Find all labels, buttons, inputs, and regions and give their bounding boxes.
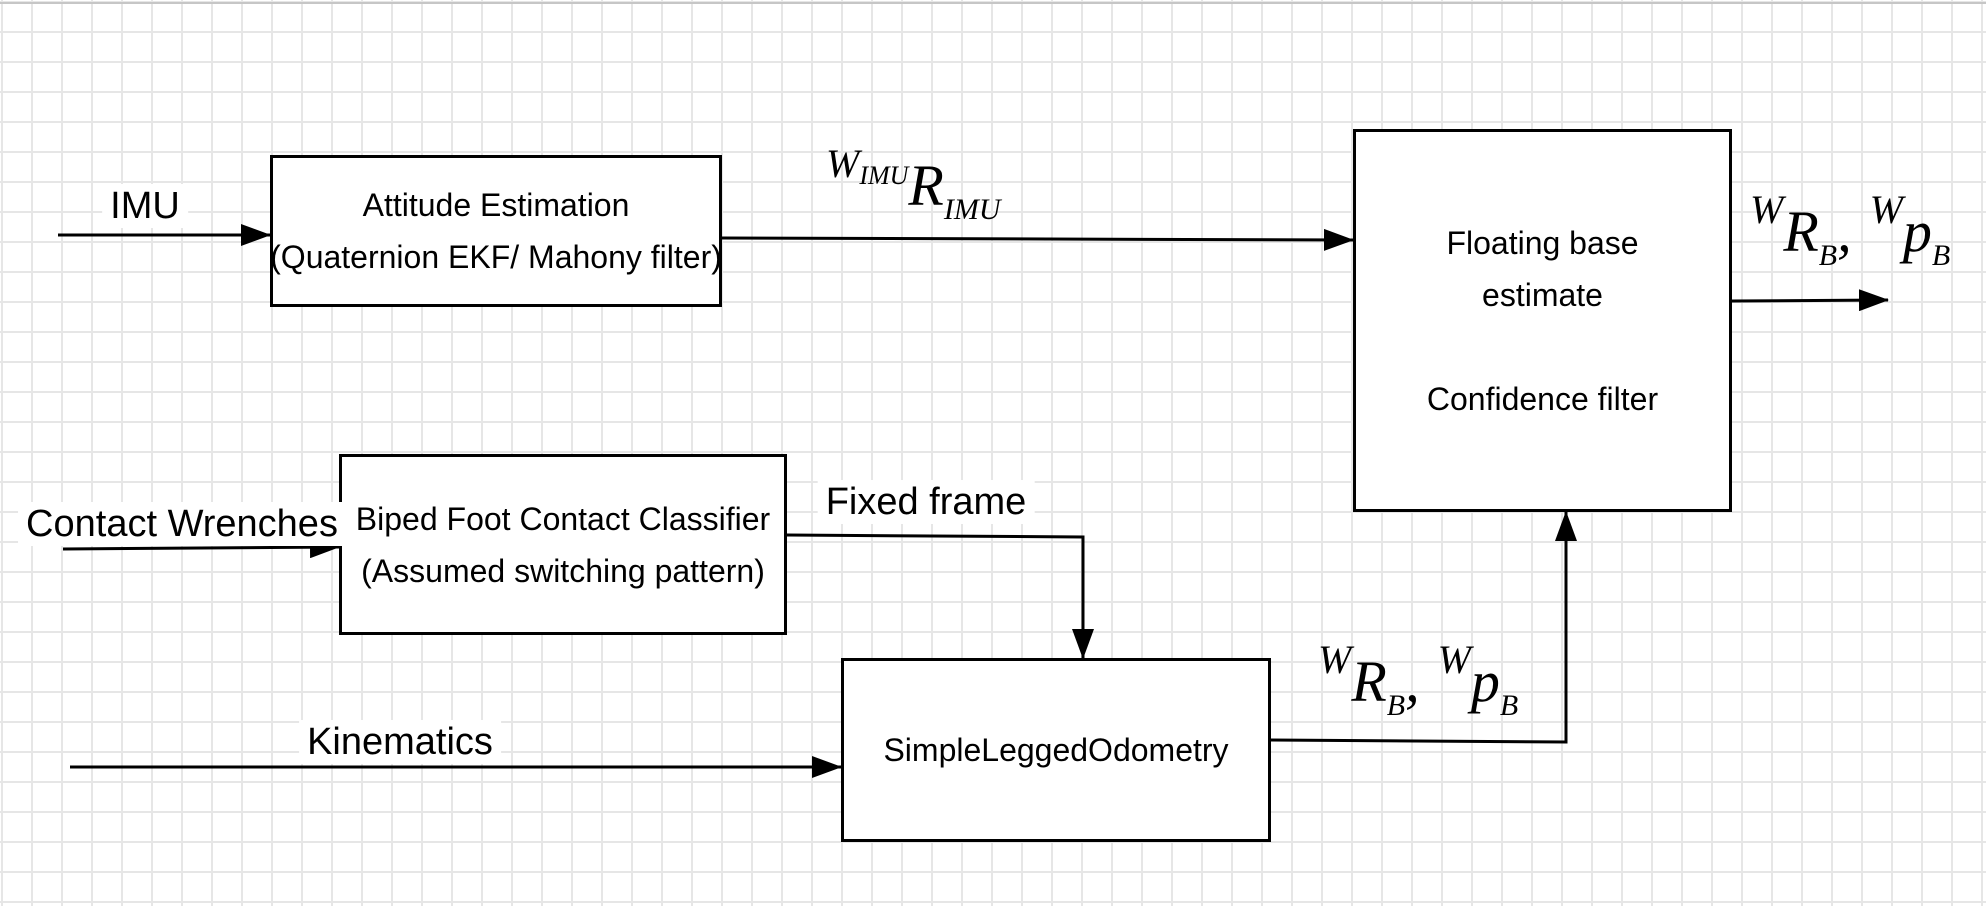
node-label-line: SimpleLeggedOdometry bbox=[883, 732, 1229, 768]
edge-biped-to-odometry[interactable] bbox=[786, 533, 1094, 659]
node-label-line: (Assumed switching pattern) bbox=[361, 552, 765, 589]
canvas-top-border bbox=[0, 2, 1986, 4]
math-subscript: B bbox=[1386, 689, 1406, 722]
math-subscript: B bbox=[1499, 689, 1519, 722]
edge-label-contact-wrenches[interactable]: Contact Wrenches bbox=[18, 502, 346, 546]
math-separator: , bbox=[1405, 649, 1420, 714]
math-subscript: B bbox=[1931, 239, 1951, 272]
node-label-line: (Quaternion EKF/ Mahony filter) bbox=[270, 239, 722, 275]
edge-label-fixed-frame[interactable]: Fixed frame bbox=[817, 480, 1035, 524]
edge-label-kinematics[interactable]: Kinematics bbox=[299, 720, 501, 764]
node-attitude-estimation[interactable]: Attitude Estimation (Quaternion EKF/ Mah… bbox=[270, 155, 722, 307]
node-floating-base-estimate[interactable]: Floating base estimate Confidence filter bbox=[1353, 129, 1732, 512]
math-subscript: B bbox=[1818, 239, 1838, 272]
math-separator: , bbox=[1837, 199, 1852, 264]
edge-odometry-to-floating[interactable] bbox=[1270, 511, 1577, 744]
math-symbol: R bbox=[1351, 649, 1387, 714]
node-simple-legged-odometry[interactable]: SimpleLeggedOdometry bbox=[841, 658, 1271, 842]
edge-floating-output[interactable] bbox=[1731, 289, 1889, 312]
node-biped-foot-contact-classifier[interactable]: Biped Foot Contact Classifier (Assumed s… bbox=[339, 454, 787, 635]
node-label-line: Floating base bbox=[1446, 224, 1639, 261]
math-frame-superscript: WIMU bbox=[826, 141, 908, 190]
node-label-line: Attitude Estimation bbox=[362, 187, 630, 223]
math-subscript: IMU bbox=[943, 193, 1001, 226]
edge-label-imu[interactable]: IMU bbox=[102, 184, 188, 228]
node-label-line: estimate bbox=[1482, 276, 1603, 313]
math-sup-subscript: IMU bbox=[859, 161, 909, 190]
math-label-imu-rotation[interactable]: WIMURIMU bbox=[826, 140, 1001, 227]
math-symbol: R bbox=[908, 153, 944, 218]
math-label-base-pose-output[interactable]: WRB,WpB bbox=[1750, 186, 1950, 273]
node-label-line: Biped Foot Contact Classifier bbox=[355, 500, 771, 537]
math-symbol: R bbox=[1783, 199, 1819, 264]
edge-attitude-to-floating[interactable] bbox=[721, 228, 1354, 251]
math-symbol: p bbox=[1470, 649, 1500, 714]
math-label-odometry-pose-output[interactable]: WRB,WpB bbox=[1318, 636, 1518, 723]
math-sup-letter: W bbox=[1318, 637, 1352, 682]
math-sup-letter: W bbox=[826, 141, 860, 186]
math-symbol: p bbox=[1902, 199, 1932, 264]
math-sup-letter: W bbox=[1437, 637, 1471, 682]
node-label-line: Confidence filter bbox=[1426, 380, 1659, 417]
edge-contact-input[interactable] bbox=[62, 536, 340, 559]
math-sup-letter: W bbox=[1869, 187, 1903, 232]
math-sup-letter: W bbox=[1750, 187, 1784, 232]
